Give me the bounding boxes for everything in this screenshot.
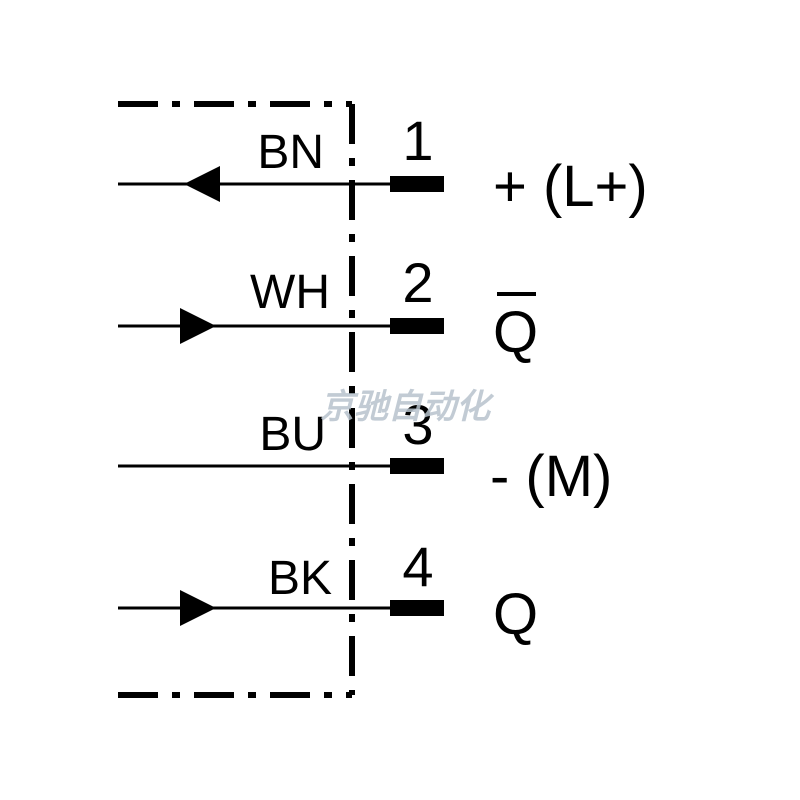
wire-row-4: BK 4 Q [118, 535, 538, 647]
wire-row-2: WH 2 Q [118, 251, 538, 365]
pin-terminal [390, 176, 444, 192]
arrow-right-icon [180, 590, 216, 626]
signal-label: + (L+) [493, 154, 648, 219]
pin-number: 3 [402, 393, 433, 456]
arrow-left-icon [184, 166, 220, 202]
pin-number: 1 [402, 109, 433, 172]
arrow-right-icon [180, 308, 216, 344]
wire-color-code: BK [268, 552, 332, 605]
pin-terminal [390, 600, 444, 616]
signal-label: Q [493, 582, 538, 647]
wire-row-3: BU 3 - (M) [118, 393, 612, 509]
pin-terminal [390, 318, 444, 334]
wire-row-1: BN 1 + (L+) [118, 109, 648, 219]
pin-number: 2 [402, 251, 433, 314]
signal-label: - (M) [490, 444, 612, 509]
watermark: 京驰自动化 [320, 387, 495, 427]
signal-label: Q [493, 300, 538, 365]
wire-color-code: BU [259, 408, 326, 461]
wire-color-code: WH [250, 266, 330, 319]
wire-color-code: BN [257, 126, 324, 179]
pin-number: 4 [402, 535, 433, 598]
sensor-housing-outline [118, 101, 355, 698]
pin-terminal [390, 458, 444, 474]
